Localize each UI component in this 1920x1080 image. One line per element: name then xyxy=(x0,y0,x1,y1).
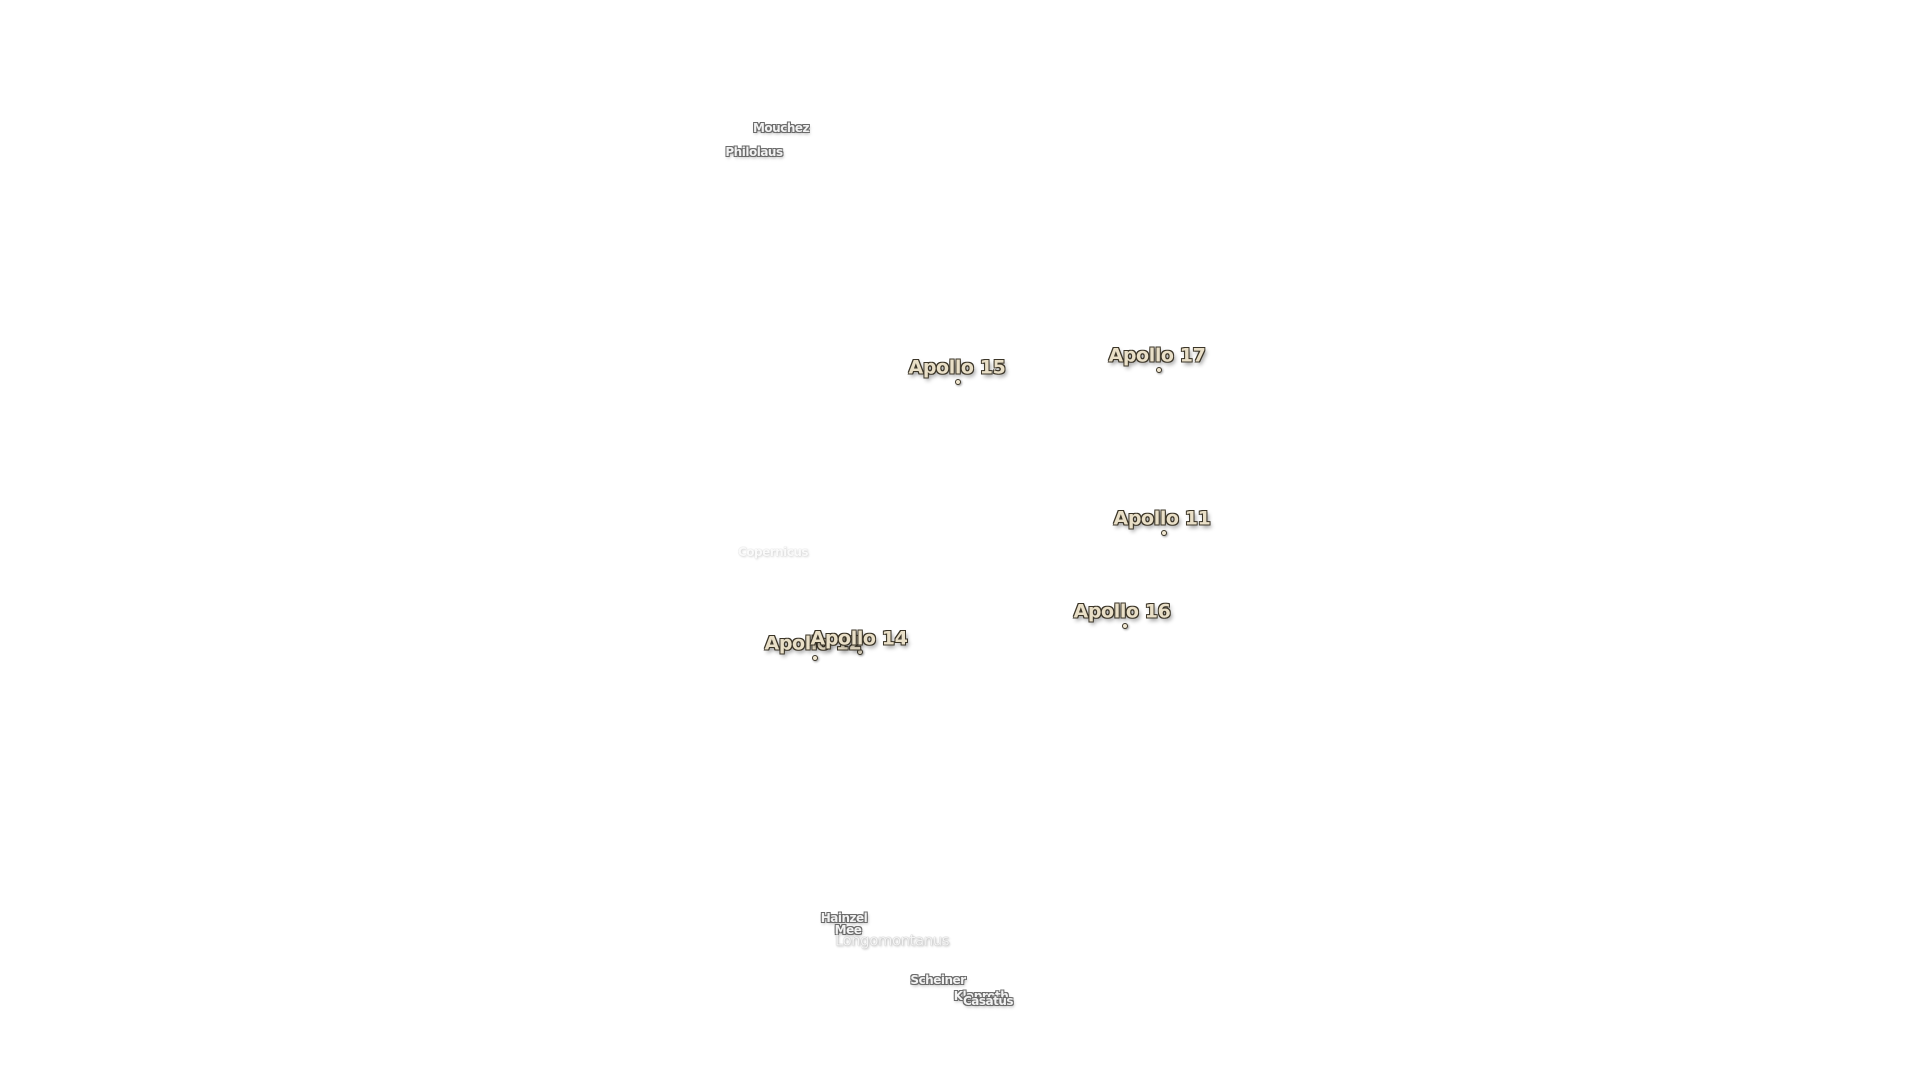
crater-label-hainzel[interactable]: Hainzel xyxy=(820,911,868,925)
apollo-11-label[interactable]: Apollo 11 xyxy=(1113,507,1211,530)
apollo-15-label[interactable]: Apollo 15 xyxy=(908,356,1006,379)
apollo-12-label[interactable]: Apollo 12 xyxy=(764,632,862,655)
crater-label-klaproth[interactable]: Klaproth xyxy=(953,989,1009,1003)
apollo-17-label[interactable]: Apollo 17 xyxy=(1108,344,1206,367)
apollo-14-site-marker[interactable] xyxy=(857,649,863,655)
crater-label-mouchez[interactable]: Mouchez xyxy=(752,121,810,135)
apollo-17-site-marker[interactable] xyxy=(1156,367,1162,373)
apollo-11-site-marker[interactable] xyxy=(1161,530,1167,536)
apollo-12-site-marker[interactable] xyxy=(812,655,818,661)
crater-label-longomontanus[interactable]: Longomontanus xyxy=(834,931,950,950)
apollo-16-site-marker[interactable] xyxy=(1122,623,1128,629)
crater-label-mee[interactable]: Mee xyxy=(834,923,862,937)
apollo-15-site-marker[interactable] xyxy=(955,379,961,385)
crater-label-casatus[interactable]: Casatus xyxy=(962,994,1014,1008)
apollo-14-label[interactable]: Apollo 14 xyxy=(810,627,908,650)
crater-label-scheiner[interactable]: Scheiner xyxy=(910,973,966,987)
crater-label-copernicus[interactable]: Copernicus xyxy=(737,545,809,559)
apollo-16-label[interactable]: Apollo 16 xyxy=(1073,600,1171,623)
crater-label-faint-north[interactable] xyxy=(817,99,821,111)
crater-label-philolaus[interactable]: Philolaus xyxy=(725,145,783,159)
